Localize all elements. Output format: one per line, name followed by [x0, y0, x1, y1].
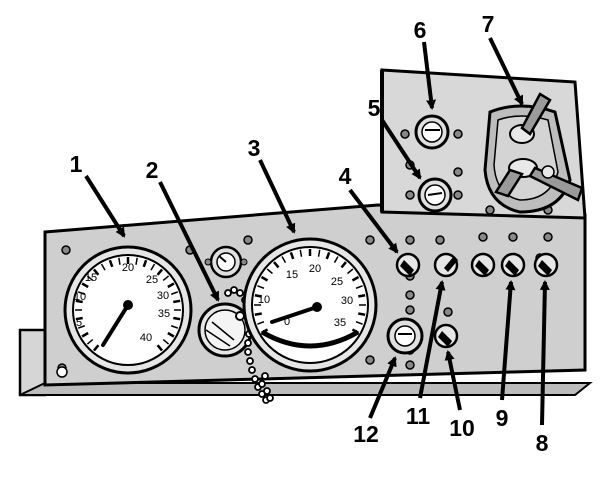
dial-tick — [173, 299, 181, 304]
panel-hole — [56, 366, 68, 378]
dial-tick — [281, 256, 287, 263]
dial-tick — [254, 294, 262, 298]
dial-tick — [100, 263, 106, 271]
callout-9: 9 — [496, 405, 509, 431]
dial-tick — [340, 261, 347, 269]
indicator-light-12 — [386, 317, 424, 355]
speedo-label-25: 25 — [146, 274, 158, 286]
dial-tick — [257, 321, 265, 325]
callout-8: 8 — [536, 430, 549, 456]
dial-tick — [358, 312, 366, 316]
dial-tick — [75, 299, 83, 304]
dial-tick — [347, 268, 354, 275]
toggle-switch-10[interactable] — [433, 323, 459, 349]
leader-lines — [84, 37, 550, 426]
dial-tick — [173, 316, 181, 321]
indicator-light-5 — [417, 177, 453, 213]
callout-2: 2 — [146, 157, 159, 183]
indicator-light-6 — [414, 114, 450, 150]
tach-label-35: 35 — [334, 317, 346, 329]
dial-tick — [75, 316, 83, 321]
dial-tick — [317, 249, 321, 257]
dial-tick — [299, 249, 303, 257]
dial-tick — [260, 275, 269, 282]
dial-tick — [260, 328, 269, 335]
tach-label-10: 10 — [258, 294, 270, 306]
dial-tick — [92, 344, 100, 352]
dial-tick — [81, 282, 89, 289]
speedometer-needle — [101, 303, 130, 347]
panel-rivets — [57, 129, 553, 373]
rotary-switch-assembly — [483, 92, 584, 214]
dial-tick — [254, 312, 262, 316]
toggle-switch-a[interactable] — [470, 252, 496, 278]
dial-tick — [92, 268, 100, 276]
dial-tick — [156, 268, 164, 276]
tach-label-20: 20 — [309, 263, 321, 275]
callout-7: 7 — [482, 11, 495, 37]
tachometer-ticks — [254, 249, 366, 335]
dial-tick — [108, 259, 114, 268]
panel-floor — [19, 382, 593, 396]
speedo-label-30: 30 — [157, 290, 169, 302]
dial-tick — [118, 257, 121, 265]
dial-tick — [351, 275, 360, 282]
dial-tick — [162, 275, 170, 282]
speedo-label-5: 5 — [76, 317, 82, 329]
dial-tick — [81, 331, 89, 338]
dial-tick — [86, 275, 94, 282]
callout-11: 11 — [406, 403, 431, 429]
callout-5: 5 — [368, 95, 381, 121]
dial-tick — [77, 291, 86, 295]
dial-tick — [86, 338, 94, 345]
dial-tick — [77, 325, 86, 329]
speedo-label-15: 15 — [85, 272, 97, 284]
callout-3: 3 — [248, 135, 261, 161]
tach-label-25: 25 — [331, 276, 343, 288]
dial-tick — [170, 291, 179, 295]
dial-tick — [325, 251, 331, 260]
small-gauge — [204, 245, 248, 279]
speedometer-gauge: 5 10 15 20 25 30 35 40 — [63, 245, 193, 375]
dial-tick — [333, 256, 339, 263]
dial-tick — [355, 285, 363, 289]
tachometer-needle — [270, 305, 319, 324]
dial-tick — [150, 263, 156, 271]
callout-4: 4 — [339, 163, 352, 189]
speedometer-ticks — [75, 257, 181, 352]
toggle-switch-8[interactable] — [533, 252, 559, 278]
dial-tick — [355, 321, 363, 325]
callout-6: 6 — [414, 17, 427, 43]
dial-tick — [170, 325, 179, 329]
dial-tick — [167, 282, 175, 289]
dial-tick — [156, 344, 164, 352]
toggle-switch-9[interactable] — [500, 252, 526, 278]
speedo-label-10: 10 — [74, 291, 86, 303]
dial-tick — [162, 338, 170, 345]
dial-tick — [135, 257, 138, 265]
callout-1: 1 — [70, 151, 83, 177]
dial-tick — [266, 268, 273, 275]
callout-12: 12 — [353, 421, 379, 447]
toggle-switch-11[interactable] — [433, 252, 459, 278]
dial-tick — [289, 251, 295, 260]
dial-tick — [273, 261, 280, 269]
speedo-label-35: 35 — [158, 308, 170, 320]
speedo-label-20: 20 — [122, 262, 134, 274]
dial-tick — [142, 259, 148, 268]
tach-label-30: 30 — [341, 295, 353, 307]
dial-tick — [257, 285, 265, 289]
dial-tick — [351, 328, 360, 335]
callout-10: 10 — [449, 415, 475, 441]
tachometer-gauge: 0 10 15 20 25 30 35 — [242, 237, 378, 373]
dial-tick — [358, 294, 366, 298]
speedo-label-40: 40 — [140, 332, 152, 344]
tach-label-15: 15 — [286, 269, 298, 281]
toggle-switch-4[interactable] — [395, 252, 421, 278]
tach-label-0: 0 — [284, 316, 290, 328]
dial-tick — [167, 331, 175, 338]
